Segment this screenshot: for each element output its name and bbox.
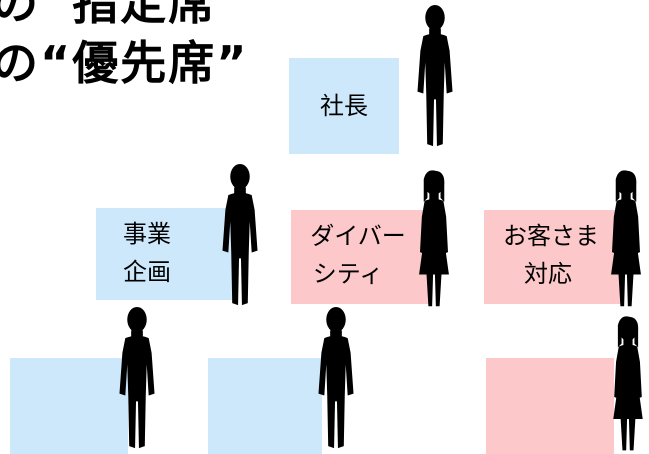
man-silhouette-icon (218, 163, 262, 309)
seat-business-planning-line2: 企画 (123, 258, 171, 286)
seat-diversity: ダイバー シティ (291, 210, 431, 304)
seat-customer-support: お客さま 対応 (484, 210, 624, 304)
title-line-2: の“優先席” (0, 36, 249, 90)
seat-diversity-line2: シティ (312, 260, 384, 288)
man-silhouette-icon (314, 306, 358, 452)
seat-customer-support-line1: お客さま (503, 222, 599, 250)
seat-business-planning-line1: 事業 (123, 220, 171, 248)
woman-silhouette-icon (413, 170, 455, 310)
woman-silhouette-icon (607, 316, 649, 454)
seat-customer-support-line2: 対応 (524, 260, 572, 288)
seat-president-label: 社長 (320, 92, 368, 120)
seat-empty-1 (10, 358, 128, 454)
man-silhouette-icon (115, 306, 159, 452)
seat-diversity-line1: ダイバー (310, 222, 406, 250)
title-line-1: の“指定席 (0, 0, 217, 30)
seat-business-planning: 事業 企画 (96, 208, 236, 300)
man-silhouette-icon (413, 4, 457, 150)
woman-silhouette-icon (605, 170, 647, 310)
seat-president: 社長 (289, 58, 399, 154)
seat-empty-2 (208, 358, 322, 454)
seat-empty-3 (486, 358, 614, 454)
